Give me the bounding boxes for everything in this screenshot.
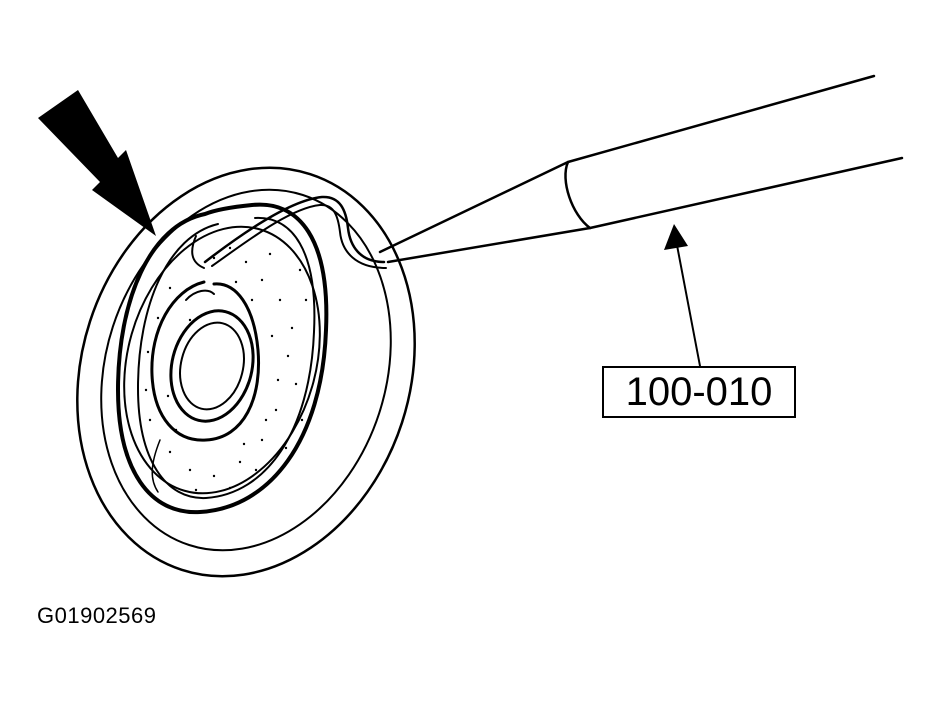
seal-notch	[185, 289, 215, 301]
callout-leader-line	[675, 239, 701, 367]
seal-lip	[116, 202, 329, 515]
tool-callout-box: 100-010	[602, 366, 796, 418]
seal-deformed-edge	[191, 235, 205, 269]
seal-face	[123, 225, 321, 495]
figure-id: G01902569	[37, 603, 157, 628]
seal-lower-crease	[151, 439, 161, 493]
seal-center-lip	[150, 280, 261, 442]
tool-handle-collar	[564, 160, 592, 230]
hook-wire	[203, 195, 386, 264]
seal-lip-inner	[137, 216, 316, 500]
housing-outer-ring	[76, 166, 416, 578]
shaft-center	[179, 321, 245, 411]
pointer-arrow	[38, 90, 156, 236]
housing-inner-ring	[100, 188, 392, 552]
shaft-outer	[169, 309, 255, 423]
tool-callout-label: 100-010	[625, 370, 773, 414]
callout-arrowhead	[664, 224, 688, 250]
seal-face-texture	[144, 246, 308, 492]
tool-handle-top	[378, 74, 876, 254]
hook-wire-edge	[211, 203, 387, 269]
